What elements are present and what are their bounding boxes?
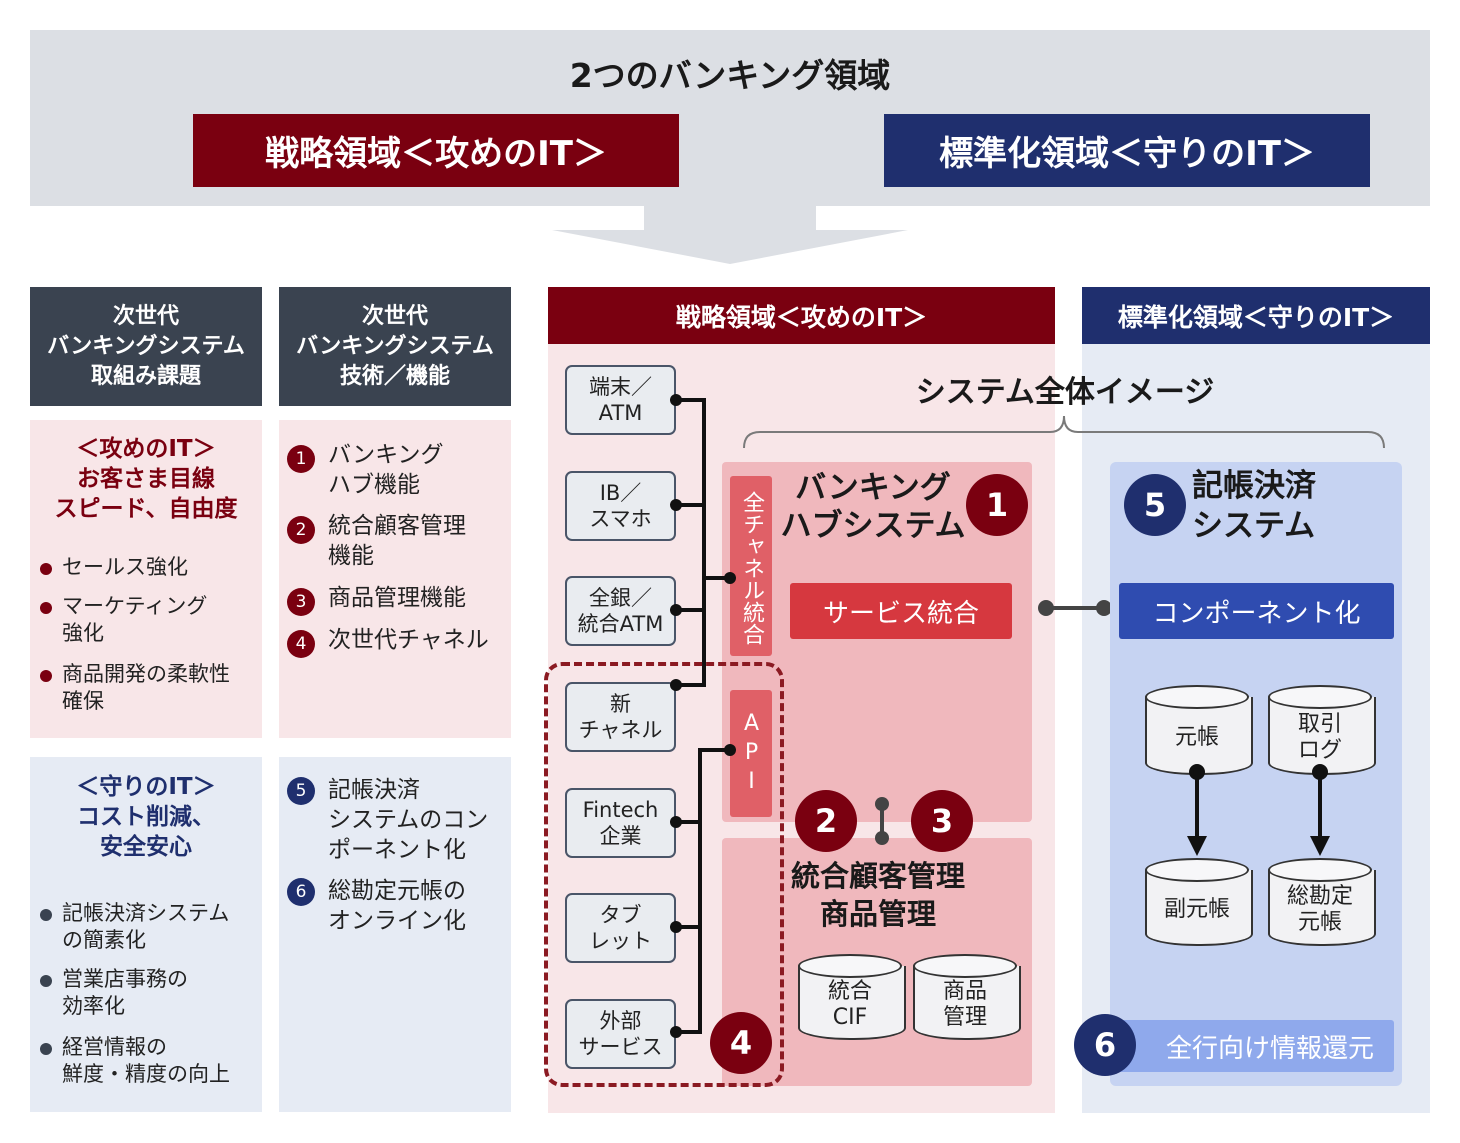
col2-offense-panel xyxy=(279,420,511,738)
db-label: 副元帳 xyxy=(1163,897,1230,922)
channel-box-external: 外部 サービス xyxy=(565,999,676,1069)
number-badge: 4 xyxy=(710,1012,772,1074)
api-bar xyxy=(730,690,772,817)
channel-connectors xyxy=(670,394,736,1038)
info-return-box: 全行向け情報還元 xyxy=(1110,1020,1394,1072)
col2-offense-item: バンキング ハブ機能 xyxy=(328,442,444,498)
db-subsidiary-ledger: 副元帳 xyxy=(1145,858,1253,946)
standard-panel-header: 標準化領域＜守りのIT＞ xyxy=(1082,287,1430,344)
number-badge: 6 xyxy=(1074,1014,1136,1076)
col2-offense-item: 次世代チャネル xyxy=(328,627,489,653)
all-channel-label: 全チャネル統合 xyxy=(739,491,764,645)
channel-box-new-channel: 新 チャネル xyxy=(565,682,676,752)
db-product-management: 商品 管理 xyxy=(913,954,1021,1040)
col1-defense-item: 記帳決済システム の簡素化 xyxy=(62,901,230,952)
col1-offense-item: 商品開発の柔軟性 確保 xyxy=(62,662,230,713)
db-label: 総勘定 元帳 xyxy=(1286,884,1353,935)
col1-offense-panel xyxy=(30,420,262,738)
bullet-icon xyxy=(40,1043,52,1055)
number-badge: 4 xyxy=(287,630,315,658)
db-label: 商品 管理 xyxy=(942,979,987,1030)
bullet-icon xyxy=(40,602,52,614)
number-badge: 1 xyxy=(966,474,1028,536)
col1-offense-title: ＜攻めのIT＞ お客さま目線 スピード、自由度 xyxy=(54,436,238,522)
db-transaction-log: 取引 ログ xyxy=(1268,685,1376,775)
flow-arrows xyxy=(1187,764,1330,856)
number-badge: 3 xyxy=(287,588,315,616)
all-channel-bar xyxy=(730,476,772,656)
number-badge: 5 xyxy=(1124,474,1186,536)
db-label: 取引 ログ xyxy=(1297,712,1342,763)
bullet-icon xyxy=(40,975,52,987)
channel-box-ib-smartphone: IB／ スマホ xyxy=(565,471,676,541)
service-integration-box: サービス統合 xyxy=(790,583,1012,639)
channel-box-terminal-atm: 端末／ ATM xyxy=(565,365,676,435)
strategic-panel-header: 戦略領域＜攻めのIT＞ xyxy=(548,287,1055,344)
col1-defense-panel xyxy=(30,757,262,1112)
bullet-icon xyxy=(40,563,52,575)
number-badge: 3 xyxy=(911,790,973,852)
api-label: API xyxy=(739,710,764,798)
db-integrated-cif: 統合 CIF xyxy=(798,954,906,1040)
bullet-icon xyxy=(40,909,52,921)
number-badge: 5 xyxy=(287,777,315,805)
link-icon xyxy=(1038,600,1112,616)
col1-offense-item: セールス強化 xyxy=(62,555,188,579)
col1-offense-item: マーケティング 強化 xyxy=(62,594,208,645)
col2-offense-item: 商品管理機能 xyxy=(328,585,466,611)
strategic-domain-banner: 戦略領域＜攻めのIT＞ xyxy=(193,114,679,187)
bullet-icon xyxy=(40,670,52,682)
col1-defense-item: 営業店事務の 効率化 xyxy=(62,967,188,1018)
accounting-system-block xyxy=(1110,462,1402,1086)
down-arrow-icon xyxy=(552,206,908,264)
standard-domain-banner: 標準化領域＜守りのIT＞ xyxy=(884,114,1370,187)
col2-defense-panel xyxy=(279,757,511,1112)
col1-defense-item: 経営情報の 鮮度・精度の向上 xyxy=(62,1035,230,1086)
db-account-ledger: 総勘定 元帳 xyxy=(1268,858,1376,946)
number-badge: 1 xyxy=(287,445,315,473)
customer-product-title: 統合顧客管理 商品管理 xyxy=(790,859,965,931)
brace-icon xyxy=(743,415,1385,449)
new-channel-dashed-boundary xyxy=(544,662,784,1087)
db-label: 統合 CIF xyxy=(827,979,872,1030)
channel-box-tablet: タブ レット xyxy=(565,893,676,963)
diagram-title: 2つのバンキング領域 xyxy=(569,56,891,95)
col1-header: 次世代 バンキングシステム 取組み課題 xyxy=(30,287,262,406)
number-badge: 2 xyxy=(287,516,315,544)
number-badge: 2 xyxy=(795,790,857,852)
componentization-box: コンポーネント化 xyxy=(1119,583,1394,639)
col2-header: 次世代 バンキングシステム 技術／機能 xyxy=(279,287,511,406)
link-icon xyxy=(875,797,889,845)
col1-defense-title: ＜守りのIT＞ コスト削減、 安全安心 xyxy=(76,774,216,860)
col2-defense-item: 総勘定元帳の オンライン化 xyxy=(328,878,466,934)
col2-defense-item: 記帳決済 システムのコン ポーネント化 xyxy=(328,777,489,863)
system-image-title: システム全体イメージ xyxy=(915,375,1215,410)
number-badge: 6 xyxy=(287,878,315,906)
accounting-system-title: 記帳決済 システム xyxy=(1192,468,1316,544)
db-label: 元帳 xyxy=(1174,725,1219,750)
banking-hub-title: バンキング ハブシステム xyxy=(780,470,966,544)
col2-offense-item: 統合顧客管理 機能 xyxy=(328,513,466,569)
